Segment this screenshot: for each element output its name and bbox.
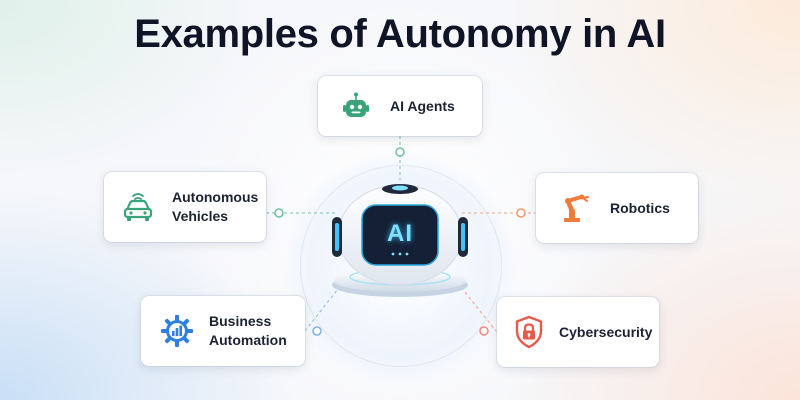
- card-autonomous-vehicles: Autonomous Vehicles: [104, 172, 266, 242]
- card-label-line2: Automation: [209, 332, 287, 348]
- card-label: Cybersecurity: [559, 323, 653, 340]
- card-label: Business Automation: [209, 312, 287, 350]
- robot-arm-icon: [556, 188, 596, 228]
- node-vehicles: [274, 208, 284, 218]
- node-cyber: [479, 326, 489, 336]
- shield-lock-icon: [509, 312, 549, 352]
- card-robotics: Robotics: [536, 173, 698, 243]
- card-business-automation: Business Automation: [141, 296, 305, 366]
- card-ai-agents: AI Agents: [318, 76, 482, 136]
- card-label: AI Agents: [390, 97, 455, 114]
- ai-robot-icon: [332, 184, 468, 297]
- center-ring: [300, 165, 502, 367]
- node-agents: [395, 147, 405, 157]
- robot-head-icon: [336, 86, 376, 126]
- page-title: Examples of Autonomy in AI: [134, 12, 666, 56]
- node-business: [312, 326, 322, 336]
- gear-chart-icon: [157, 311, 197, 351]
- card-label-line2: Vehicles: [172, 208, 229, 224]
- card-label: Autonomous Vehicles: [172, 188, 258, 226]
- robot-screen-text: AI: [387, 220, 413, 247]
- node-robotics: [516, 208, 526, 218]
- card-label-line1: Business: [209, 313, 272, 329]
- car-icon: [118, 187, 158, 227]
- card-label-line1: Autonomous: [172, 189, 259, 205]
- card-cybersecurity: Cybersecurity: [497, 297, 659, 367]
- card-label: Robotics: [610, 199, 670, 216]
